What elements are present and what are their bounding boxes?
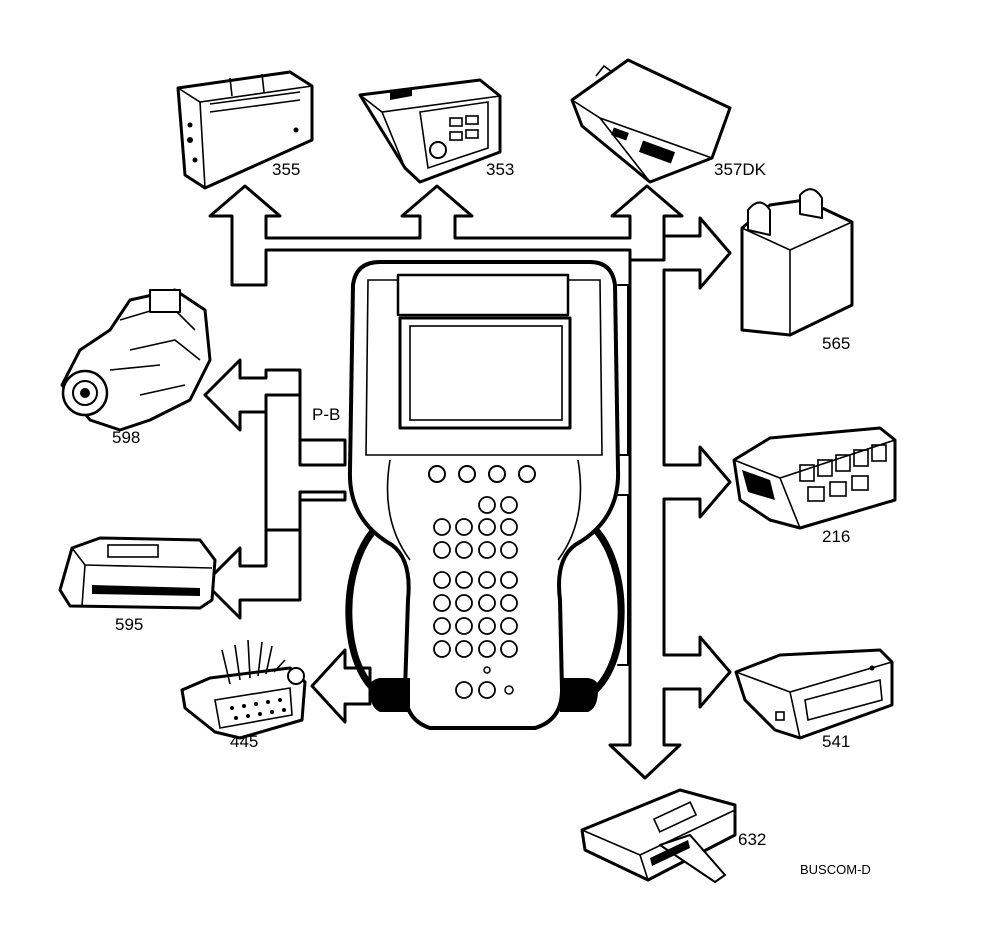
bus-label-pb: P-B <box>312 405 341 424</box>
module-label-357dk: 357DK <box>714 160 766 179</box>
function-keys <box>428 465 536 483</box>
module-label-445: 445 <box>230 732 259 751</box>
module-label-595: 595 <box>115 615 144 634</box>
module-632-drawing <box>580 788 737 883</box>
left-bus-arrows <box>203 358 347 620</box>
module-216-drawing <box>732 426 897 530</box>
module-355-drawing <box>176 70 314 190</box>
right-bus-arrows <box>608 216 732 780</box>
figure-code: BUSCOM-D <box>800 862 871 877</box>
module-598-drawing <box>60 288 212 432</box>
module-label-632: 632 <box>738 830 767 849</box>
module-label-598: 598 <box>112 428 141 447</box>
module-595-drawing <box>58 536 217 610</box>
module-353-drawing <box>358 78 502 184</box>
module-label-565: 565 <box>822 334 851 353</box>
module-label-541: 541 <box>822 732 851 751</box>
module-541-drawing <box>734 648 894 740</box>
module-357dk-drawing <box>570 58 732 184</box>
module-label-355: 355 <box>272 160 301 179</box>
keypad <box>433 496 518 699</box>
module-565-drawing <box>740 188 854 337</box>
module-445-drawing <box>180 639 307 740</box>
module-label-353: 353 <box>486 160 515 179</box>
scan-tool <box>345 260 629 730</box>
module-label-216: 216 <box>822 527 851 546</box>
bottom-left-arrow <box>310 648 372 724</box>
